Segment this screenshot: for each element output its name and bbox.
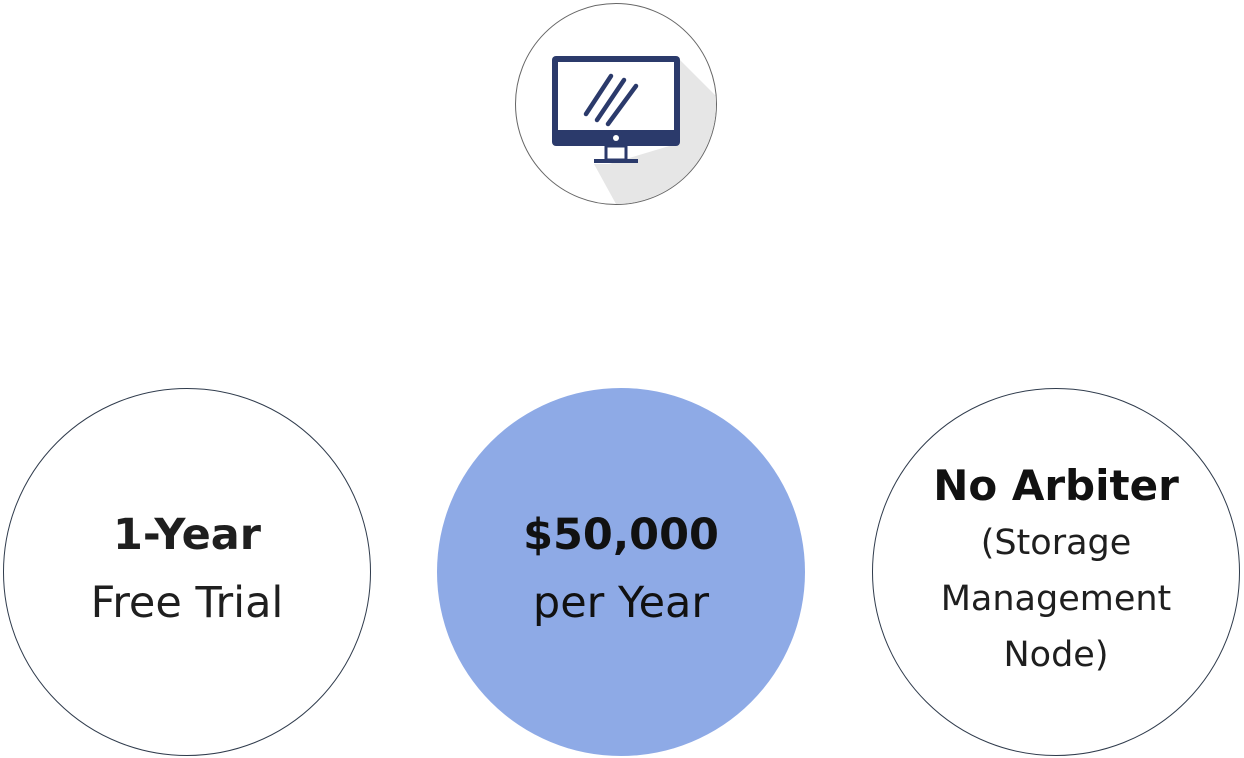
arbiter-line-3: Node) [1003, 635, 1109, 675]
arbiter-line-2: Management [940, 579, 1172, 619]
price-period: per Year [532, 578, 710, 628]
monitor-icon-badge [515, 3, 717, 205]
price-circle: $50,000 per Year [437, 388, 805, 756]
arbiter-line-1: (Storage [980, 523, 1132, 563]
arbiter-title: No Arbiter [933, 461, 1179, 510]
no-arbiter-circle: No Arbiter (Storage Management Node) [872, 388, 1240, 756]
monitor-icon [552, 56, 716, 204]
trial-subtitle: Free Trial [90, 578, 284, 628]
free-trial-circle: 1-Year Free Trial [3, 388, 371, 756]
price-amount: $50,000 [523, 510, 719, 560]
trial-title: 1-Year [112, 510, 261, 560]
